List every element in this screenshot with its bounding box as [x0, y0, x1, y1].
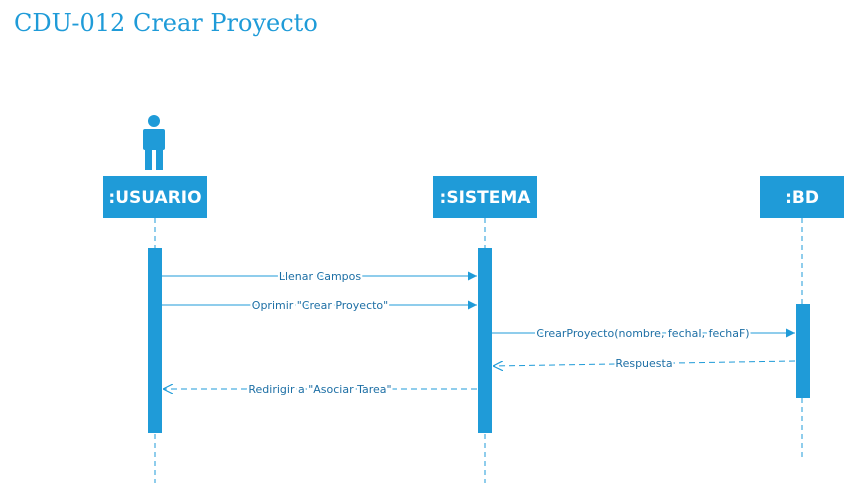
- message-arrow-respuesta: [493, 360, 796, 366]
- message-label-crear-proyecto: CrearProyecto(nombre, fechaI, fechaF): [536, 327, 749, 340]
- activation-bar-usuario: [148, 248, 162, 433]
- participant-label-bd: :BD: [785, 188, 819, 208]
- diagram-title: CDU-012 Crear Proyecto: [14, 9, 318, 37]
- message-label-oprimir-crear-proyecto: Oprimir "Crear Proyecto": [252, 299, 388, 312]
- activation-bar-bd: [796, 304, 810, 398]
- message-label-respuesta: Respuesta: [615, 357, 672, 370]
- message-label-llenar-campos: Llenar Campos: [279, 270, 362, 283]
- participant-label-usuario: :USUARIO: [108, 188, 201, 208]
- actor-icon: [143, 115, 165, 170]
- message-label-redirigir: Redirigir a "Asociar Tarea": [248, 383, 391, 396]
- participant-box-bd: [760, 176, 844, 218]
- participant-box-usuario: [103, 176, 207, 218]
- participant-label-sistema: :SISTEMA: [440, 188, 532, 208]
- activation-bar-sistema: [478, 248, 492, 433]
- participant-box-sistema: [433, 176, 537, 218]
